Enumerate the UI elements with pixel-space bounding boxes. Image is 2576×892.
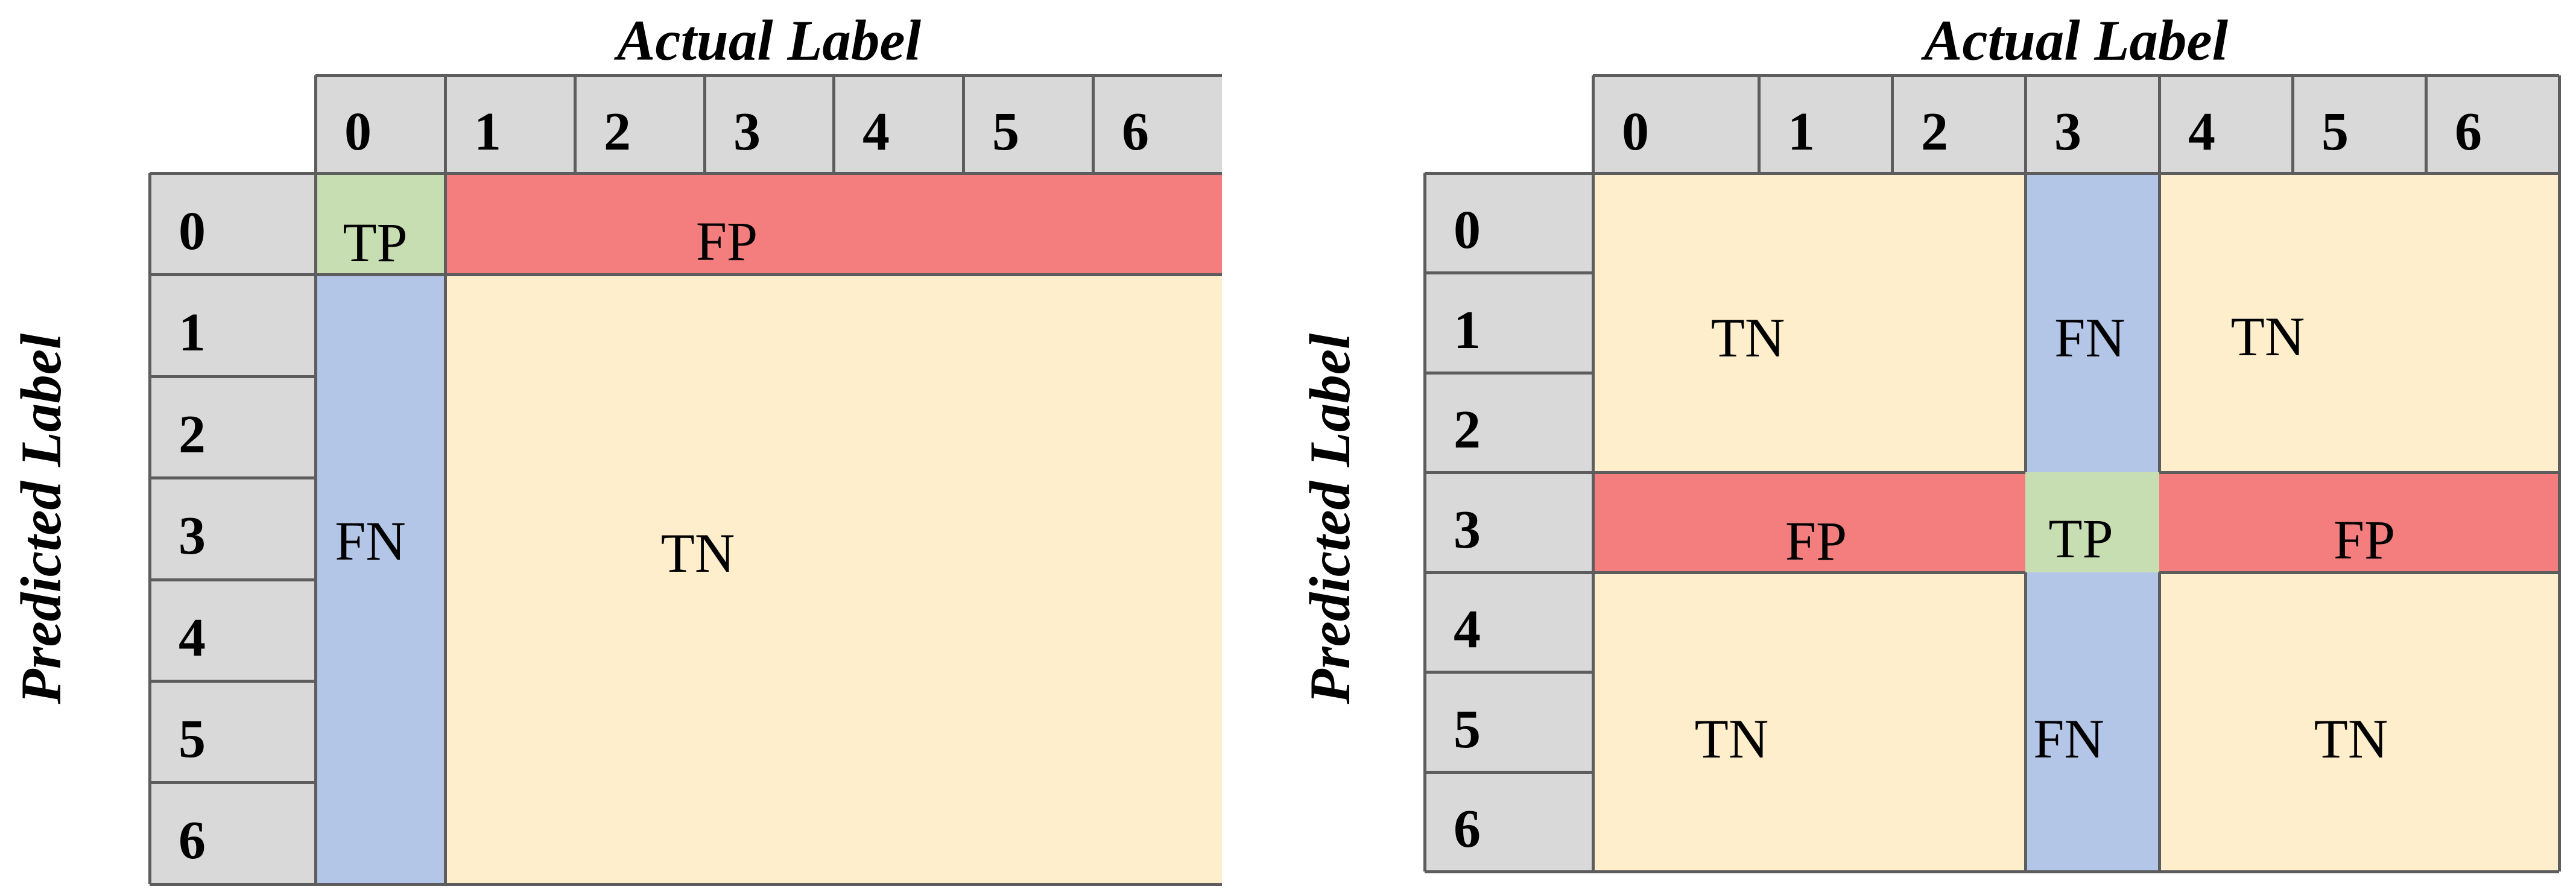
right-tn-bottom-right-label: TN <box>2314 708 2388 770</box>
border-line <box>1425 172 2559 175</box>
right-tp-label: TP <box>2048 508 2113 569</box>
border-line <box>315 74 1222 77</box>
border-line <box>2558 75 2561 871</box>
right-tn-top-right-label: TN <box>2230 306 2305 367</box>
border-line <box>1425 671 1593 674</box>
border-line <box>2158 572 2161 871</box>
border-line <box>1425 571 2025 574</box>
right-column-header-strip <box>1593 75 2559 173</box>
border-line <box>2024 572 2027 871</box>
left-col-header-0: 0 <box>344 101 372 162</box>
border-line <box>1425 271 1593 274</box>
border-line <box>150 476 315 479</box>
border-line <box>1425 471 2025 474</box>
border-line <box>2159 571 2559 574</box>
left-row-header-5: 5 <box>179 709 206 769</box>
right-fp-left-label: FP <box>1785 510 1847 572</box>
right-tn-bottom-left-label: TN <box>1694 708 1769 770</box>
right-col-header-5: 5 <box>2321 101 2349 162</box>
right-actual-label-title: Actual Label <box>1924 8 2228 72</box>
border-line <box>1593 74 2559 77</box>
border-line <box>2158 173 2161 472</box>
border-line <box>150 578 315 581</box>
left-tn-label: TN <box>660 522 735 584</box>
right-row-header-2: 2 <box>1454 400 1481 460</box>
border-line <box>150 680 315 683</box>
right-col-header-1: 1 <box>1788 101 1815 162</box>
border-line <box>1592 75 1595 871</box>
border-line <box>148 173 151 884</box>
left-row-header-0: 0 <box>179 201 206 261</box>
right-row-header-5: 5 <box>1454 699 1481 759</box>
left-predicted-label-title: Predicted Label <box>9 333 73 704</box>
right-col-header-4: 4 <box>2188 101 2215 162</box>
left-fn-label: FN <box>335 510 406 572</box>
right-row-header-strip <box>1425 173 1593 871</box>
right-row-header-4: 4 <box>1454 599 1481 659</box>
border-line <box>444 75 447 884</box>
border-line <box>1092 75 1095 173</box>
border-line <box>962 75 965 173</box>
left-fp-region <box>445 173 1222 274</box>
border-line <box>703 75 706 173</box>
border-line <box>1425 372 1593 375</box>
left-col-header-1: 1 <box>474 101 501 162</box>
right-row-header-1: 1 <box>1454 300 1481 360</box>
left-actual-label-title: Actual Label <box>617 8 921 72</box>
border-line <box>2024 75 2027 173</box>
right-fn-top-label: FN <box>2054 307 2125 369</box>
border-line <box>2158 75 2161 173</box>
border-line <box>2024 173 2027 472</box>
border-line <box>314 75 317 884</box>
right-row-header-6: 6 <box>1454 799 1481 859</box>
left-col-header-6: 6 <box>1122 101 1149 162</box>
left-col-header-3: 3 <box>733 101 761 162</box>
border-line <box>2425 75 2428 173</box>
right-row-header-0: 0 <box>1454 200 1481 260</box>
border-line <box>150 375 315 378</box>
right-fp-right-label: FP <box>2333 509 2396 571</box>
left-tp-region <box>315 173 445 274</box>
right-row-header-3: 3 <box>1454 499 1481 560</box>
border-line <box>150 273 1222 276</box>
left-tp-label: TP <box>343 212 408 273</box>
border-line <box>2291 75 2294 173</box>
border-line <box>832 75 835 173</box>
left-col-header-2: 2 <box>604 101 631 162</box>
border-line <box>2159 471 2559 474</box>
left-col-header-5: 5 <box>992 101 1019 162</box>
left-tn-region <box>445 274 1222 884</box>
left-row-header-6: 6 <box>179 811 206 870</box>
right-fn-bottom-label: FN <box>2033 708 2104 770</box>
left-row-header-strip <box>150 173 315 884</box>
left-fn-region <box>315 274 445 884</box>
border-line <box>150 883 1222 886</box>
right-col-header-0: 0 <box>1622 101 1649 162</box>
border-line <box>1423 173 1426 871</box>
border-line <box>574 75 577 173</box>
left-row-header-4: 4 <box>179 607 206 668</box>
border-line <box>1425 771 1593 774</box>
border-line <box>1425 870 2559 873</box>
left-row-header-3: 3 <box>179 506 206 566</box>
left-row-header-2: 2 <box>179 404 206 464</box>
left-column-header-strip <box>315 75 1222 173</box>
right-col-header-2: 2 <box>1921 101 1948 162</box>
border-line <box>1758 75 1761 173</box>
left-row-header-1: 1 <box>179 303 206 362</box>
right-col-header-6: 6 <box>2455 101 2482 162</box>
left-fp-label: FP <box>695 210 758 272</box>
border-line <box>1891 75 1894 173</box>
right-col-header-3: 3 <box>2054 101 2081 162</box>
left-col-header-4: 4 <box>862 101 890 162</box>
right-predicted-label-title: Predicted Label <box>1298 333 1362 704</box>
border-line <box>150 172 1222 175</box>
border-line <box>150 781 315 784</box>
right-tp-region <box>2025 472 2159 572</box>
right-tn-top-left-label: TN <box>1710 307 1785 369</box>
